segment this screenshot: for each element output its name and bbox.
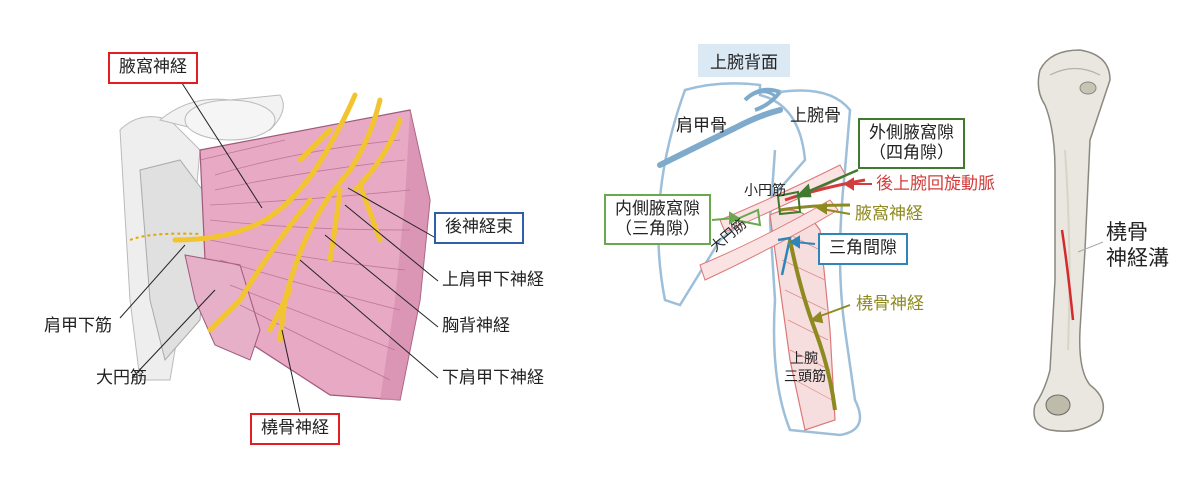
medial-axillary-space-label: 内側腋窩隙 （三角隙） [604,194,711,246]
lateral-space-name: 外側腋窩隙 [869,123,954,143]
lower-subscapular-nerve-label: 下肩甲下神経 [442,368,544,388]
teres-major-muscle [184,254,261,361]
thoracodorsal-nerve-label: 胸背神経 [442,316,510,336]
nerves-yellow [172,92,403,343]
humerus-bone-illustration [1033,49,1111,432]
axillary-nerve-label: 腋窩神経 [108,52,198,84]
medial-space-sub: （三角隙） [615,218,700,239]
shoulder-illustration [119,79,439,413]
scapula-label: 肩甲骨 [676,116,727,136]
triceps-label-line1: 上腕 [790,351,818,367]
posterior-arm-illustration [657,82,872,437]
lateral-axillary-space-label: 外側腋窩隙 （四角隙） [858,118,965,170]
posterior-arm-title: 上腕背面 [698,44,790,77]
upper-subscapular-nerve-label: 上肩甲下神経 [442,270,544,290]
lateral-space-sub: （四角隙） [869,142,954,163]
radial-groove-label-line1: 橈骨 [1106,220,1148,244]
radial-nerve-label: 橈骨神経 [250,413,340,445]
radial-groove [1060,229,1075,321]
radial-nerve-mid-label: 橈骨神経 [856,294,924,314]
triceps-label-line2: 三頭筋 [784,369,826,385]
triangular-interval-label: 三角間隙 [818,233,908,265]
pchca-label: 後上腕回旋動脈 [876,174,995,194]
teres-major-label: 大円筋 [96,368,147,388]
humerus-label: 上腕骨 [790,106,841,126]
radial-groove-label-line2: 神経溝 [1106,246,1169,270]
teres-minor-label: 小円筋 [744,183,786,199]
medial-space-name: 内側腋窩隙 [615,199,700,219]
posterior-cord-label: 後神経束 [434,212,524,244]
axillary-nerve-mid-label: 腋窩神経 [855,204,923,224]
subscapularis-label: 肩甲下筋 [44,316,112,336]
